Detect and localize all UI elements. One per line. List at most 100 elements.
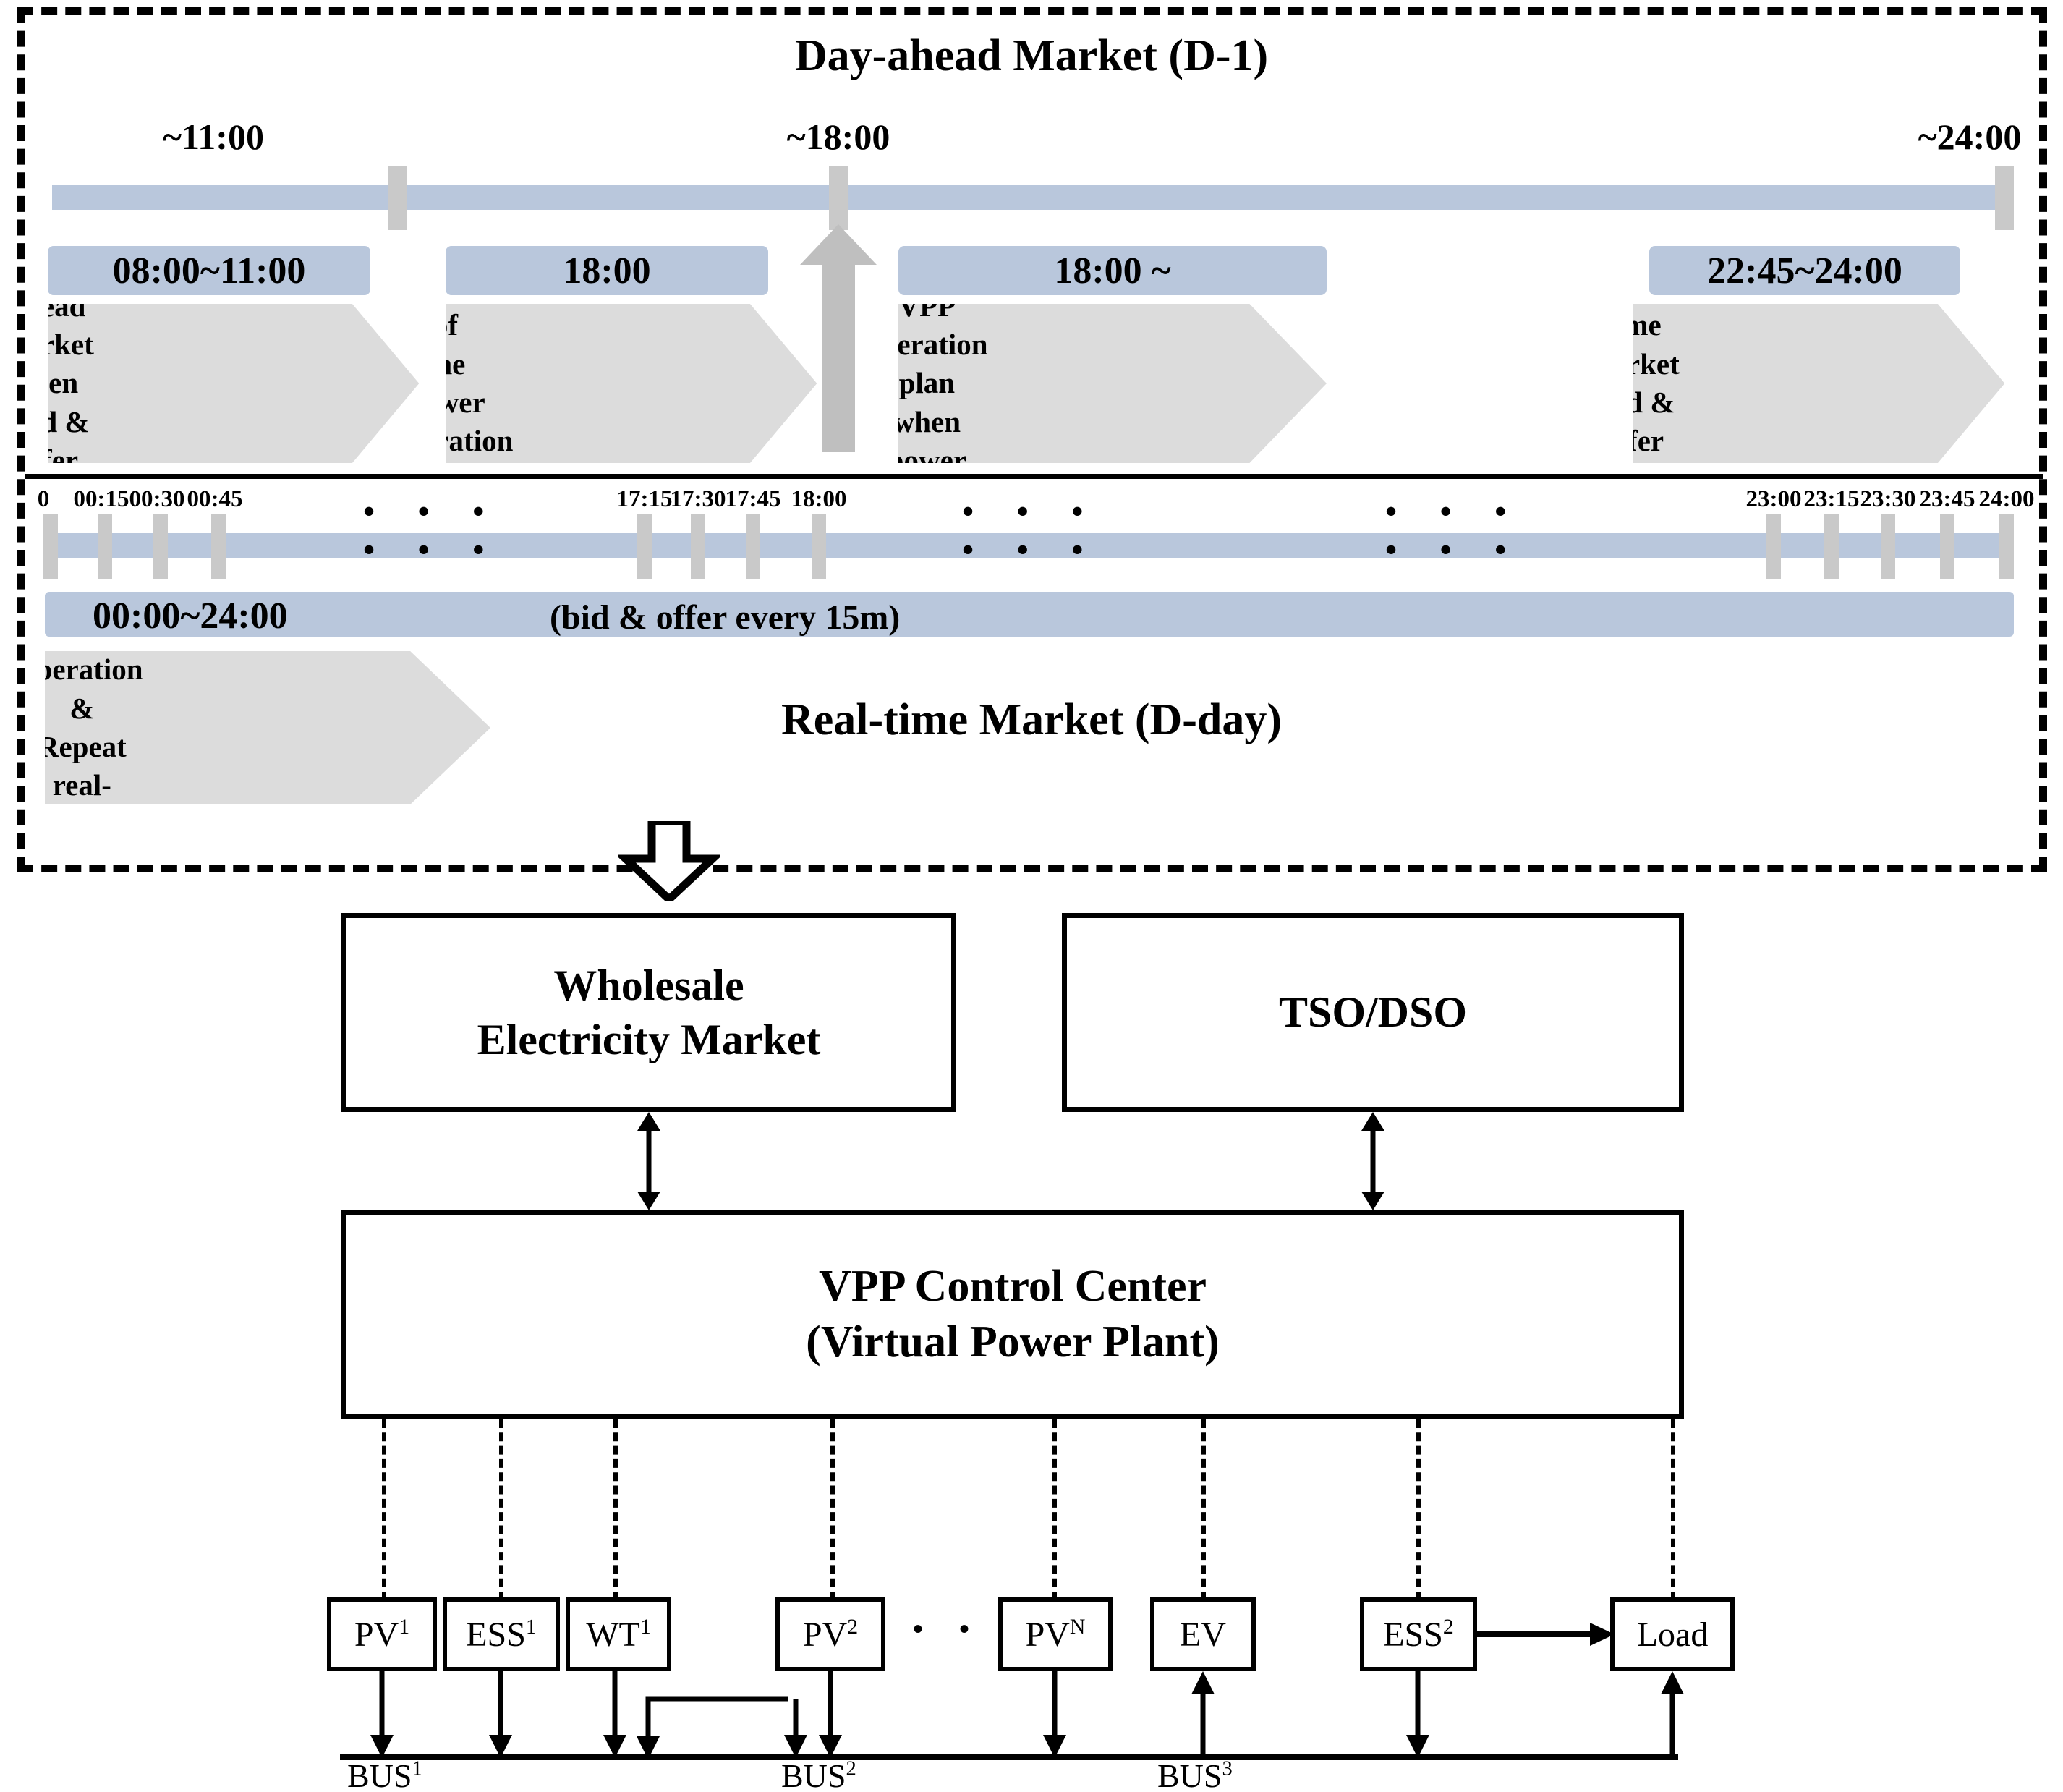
- da-axis-label-2400: ~24:00: [1918, 116, 2022, 157]
- arrow-pvN-bus2: [1039, 1671, 1071, 1758]
- rt-tick-2315: [1824, 514, 1839, 579]
- da-stage-2-callout: Announcement of the power generation pla…: [446, 304, 817, 463]
- market-section-divider: [25, 474, 2043, 479]
- rt-tick-2400: [1999, 514, 2014, 579]
- resource-label-ev: EV: [1180, 1615, 1226, 1654]
- resource-label-pvN: PVN: [1025, 1614, 1086, 1654]
- da-stage-4-callout: Real-time market (bid & offer period): [1633, 304, 2005, 463]
- da-axis-label-1100: ~11:00: [163, 116, 264, 157]
- resource-label-wt1: WT1: [586, 1614, 651, 1654]
- rt-ellipsis-3-bottom: • • •: [1385, 531, 1524, 568]
- arrow-pv1-bus1: [366, 1671, 398, 1758]
- bus1-bus2-bridge-left: [637, 1693, 796, 1759]
- vpp-control-center-box: VPP Control Center (Virtual Power Plant): [341, 1210, 1684, 1419]
- bus-line-3: [1150, 1754, 1678, 1760]
- da-stage-1-line-2: open: [17, 366, 79, 400]
- resource-box-ess1: ESS1: [443, 1597, 560, 1671]
- rt-tick-0030: [153, 514, 168, 579]
- vpp-link-load: [1671, 1419, 1675, 1600]
- bus-label-2: BUS2: [781, 1757, 856, 1792]
- vpp-link-wt1: [613, 1419, 618, 1600]
- da-stage-2-line-1: Announcement of: [433, 308, 459, 342]
- resource-label-ess1: ESS1: [466, 1614, 537, 1654]
- wholesale-line-2: Electricity Market: [477, 1015, 821, 1063]
- vpp-link-ess1: [499, 1419, 503, 1600]
- rt-tick-label-0: 0: [37, 486, 50, 512]
- day-ahead-timeline-bar: [52, 185, 2014, 210]
- rt-tick-label-1745: 17:45: [725, 486, 781, 512]
- rt-tick-label-1730: 17:30: [670, 486, 726, 512]
- flow-down-arrow-icon: [618, 821, 720, 901]
- vpp-line-1: VPP Control Center: [818, 1262, 1207, 1312]
- bus-label-3: BUS3: [1157, 1757, 1233, 1792]
- da-tick-2400: [1995, 166, 2014, 230]
- rt-tick-label-2400: 24:00: [1978, 486, 2035, 512]
- rt-tick-1730: [691, 514, 705, 579]
- tso-dso-box: TSO/DSO: [1062, 913, 1684, 1112]
- arrow-ess2-bus3: [1402, 1671, 1434, 1758]
- arrow-bus3-load: [1656, 1671, 1688, 1758]
- vpp-link-pv2: [830, 1419, 835, 1600]
- real-time-period-note: (bid & offer every 15m): [550, 598, 901, 637]
- da-stage-1-chip: 08:00~11:00: [48, 246, 370, 295]
- da-stage-1-callout: Day ahead market open (bid & offer perio…: [48, 304, 420, 463]
- rt-tick-2345: [1940, 514, 1954, 579]
- rt-ellipsis-2-top: • • •: [962, 493, 1101, 530]
- resource-label-ess2: ESS2: [1383, 1614, 1454, 1654]
- real-time-market-title: Real-time Market (D-day): [780, 695, 1283, 744]
- resource-box-load: Load: [1610, 1597, 1735, 1671]
- curtailment-up-arrow-head: [800, 224, 877, 265]
- resource-box-ess2: ESS2: [1360, 1597, 1477, 1671]
- bus-line-2: [774, 1754, 1295, 1760]
- market-timeline-container: [17, 7, 2047, 872]
- rt-tick-2330: [1881, 514, 1895, 579]
- da-stage-3-chip: 18:00 ~: [898, 246, 1327, 295]
- da-stage-2-chip: 18:00: [446, 246, 768, 295]
- da-stage-2-line-3: generation plan: [378, 424, 514, 496]
- rt-tick-label-2315: 23:15: [1803, 486, 1860, 512]
- rt-tick-0015: [98, 514, 112, 579]
- rt-tick-label-0045: 00:45: [187, 486, 243, 512]
- da-stage-3-line-2: plan when power: [887, 366, 966, 477]
- rt-tick-label-0030: 00:30: [129, 486, 185, 512]
- da-stage-4-line-1: Real-time market: [1587, 270, 1680, 381]
- da-stage-2-line-2: the power: [406, 347, 485, 419]
- curtailment-up-arrow-shaft: [822, 242, 855, 452]
- rt-tick-label-2345: 23:45: [1919, 486, 1975, 512]
- resource-label-load: Load: [1636, 1615, 1709, 1654]
- rt-tick-1800: [812, 514, 826, 579]
- rt-tick-label-2330: 23:30: [1860, 486, 1916, 512]
- rt-tick-1715: [637, 514, 652, 579]
- rt-tick-label-1715: 17:15: [616, 486, 673, 512]
- da-stage-1-line-1: Day ahead market: [1, 289, 94, 362]
- tsodso-vpp-arrow: [1355, 1112, 1391, 1210]
- vpp-link-ev: [1201, 1419, 1206, 1600]
- real-time-period-bar: [45, 592, 2014, 637]
- rt-tick-label-1800: 18:00: [791, 486, 847, 512]
- day-ahead-market-title: Day-ahead Market (D-1): [794, 31, 1269, 80]
- rt-stage-line-3: Repeat real-time market: [35, 730, 129, 879]
- rt-tick-2300: [1766, 514, 1781, 579]
- rt-tick-label-0015: 00:15: [73, 486, 129, 512]
- rt-tick-0: [43, 514, 58, 579]
- rt-ellipsis-3-top: • • •: [1385, 493, 1524, 530]
- tso-dso-label: TSO/DSO: [1278, 988, 1468, 1037]
- wholesale-vpp-arrow: [631, 1112, 667, 1210]
- rt-ellipsis-1-bottom: • • •: [363, 531, 502, 568]
- rt-ellipsis-1-top: • • •: [363, 493, 502, 530]
- real-time-period-label: 00:00~24:00: [93, 595, 288, 637]
- resource-box-pv1: PV1: [327, 1597, 437, 1671]
- rt-ellipsis-2-bottom: • • •: [962, 531, 1101, 568]
- da-stage-4-chip: 22:45~24:00: [1649, 246, 1960, 295]
- da-tick-1800: [829, 166, 848, 230]
- resource-box-ev: EV: [1150, 1597, 1256, 1671]
- resource-label-pv2: PV2: [802, 1614, 859, 1654]
- arrow-bus3-ev: [1187, 1671, 1219, 1758]
- wholesale-line-1: Wholesale: [553, 961, 744, 1010]
- vpp-link-pv1: [382, 1419, 386, 1600]
- rt-stage-line-2: &: [69, 691, 95, 725]
- bus1-bus2-bridge-right: [780, 1699, 812, 1758]
- rt-tick-label-2300: 23:00: [1745, 486, 1802, 512]
- bus-line-1: [340, 1754, 810, 1760]
